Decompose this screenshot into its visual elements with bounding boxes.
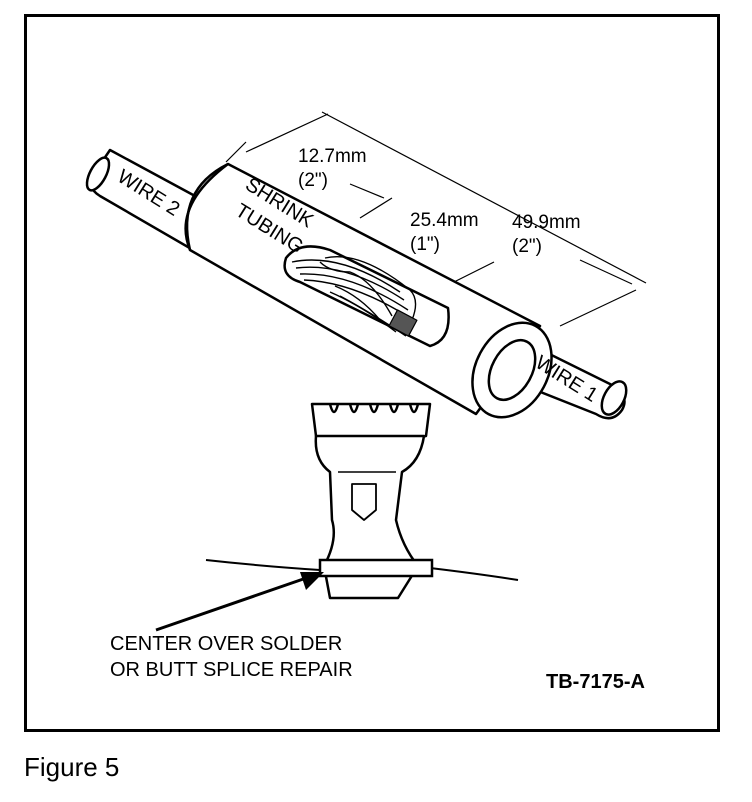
instruction-line-1: CENTER OVER SOLDER [110, 633, 342, 655]
dim-12-7-mm: 12.7mm [298, 146, 367, 167]
heat-gun [310, 402, 432, 600]
upper-assembly [85, 148, 628, 420]
dim-25-4-mm: 25.4mm [410, 210, 479, 231]
lower-wire [205, 558, 519, 581]
dim-25-4-in: (1") [410, 234, 440, 255]
instruction-line-2: OR BUTT SPLICE REPAIR [110, 659, 353, 681]
dim-12-7-in: (2") [298, 170, 328, 191]
figure-frame [24, 14, 720, 732]
dimension-lines [225, 111, 647, 327]
dim-49-9-in: (2") [512, 236, 542, 257]
pointer-arrow [155, 572, 324, 632]
dim-49-9-mm: 49.9mm [512, 212, 581, 233]
figure-caption: Figure 5 [24, 752, 120, 782]
figure-code: TB-7175-A [546, 671, 645, 693]
